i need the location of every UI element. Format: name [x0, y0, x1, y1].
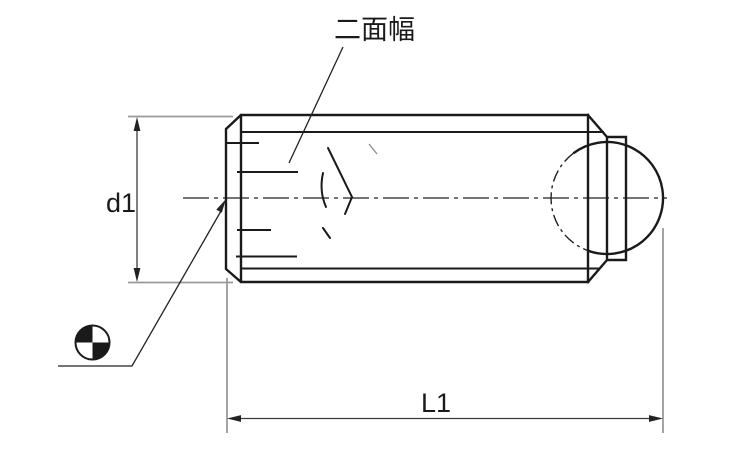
dimension-l1: L1 — [226, 228, 664, 433]
width-across-flats-leader — [288, 46, 344, 164]
datum-leader-arrow — [216, 199, 226, 213]
hex-socket-lines — [225, 142, 298, 258]
width-across-flats-callout: 二面幅 — [288, 15, 415, 164]
l1-arrow-left — [227, 415, 241, 422]
thread-root-lines — [240, 131, 604, 270]
datum-leader — [58, 210, 222, 367]
d1-extension-lines — [128, 115, 233, 284]
datum-target-quadrant-se — [92, 342, 110, 360]
datum-target-quadrant-nw — [75, 325, 93, 343]
l1-arrow-right — [649, 415, 663, 422]
d1-label: d1 — [106, 188, 136, 218]
faint-socket-mark — [368, 143, 378, 155]
nose-and-ring — [586, 113, 628, 284]
width-across-flats-label: 二面幅 — [334, 15, 415, 45]
datum-target — [58, 199, 226, 367]
dimension-d1: d1 — [106, 115, 233, 284]
ball-visible-arc — [572, 140, 665, 256]
ball-hidden-arc — [550, 152, 589, 252]
socket-bottom-lines — [320, 147, 354, 239]
l1-label: L1 — [421, 388, 451, 418]
d1-arrow-up — [133, 117, 141, 131]
l1-extension-lines — [226, 228, 664, 433]
ball — [550, 140, 665, 256]
d1-arrow-down — [133, 268, 141, 282]
